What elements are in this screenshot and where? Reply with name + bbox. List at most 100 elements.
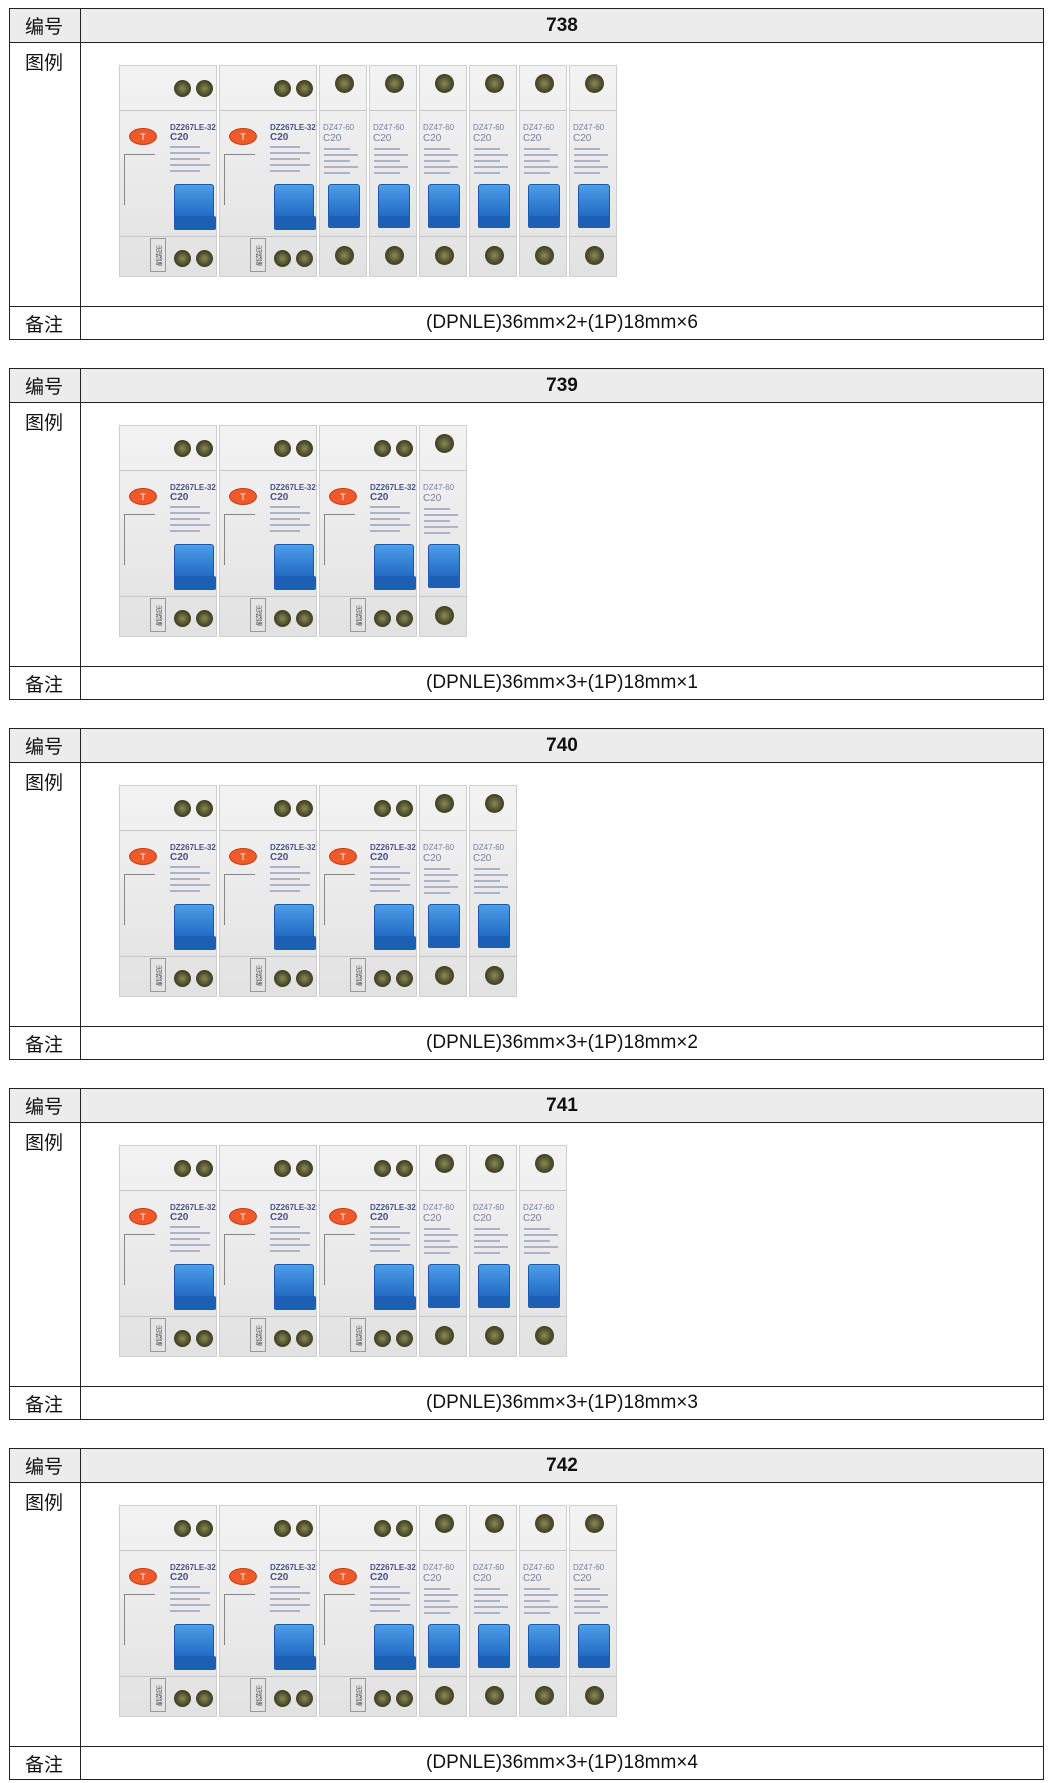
toggle-lever-icon [274,904,314,940]
spec-text-line [170,878,200,880]
spec-text-line [374,160,400,162]
toggle-lever-icon [274,1264,314,1300]
remark-value: (DPNLE)36mm×3+(1P)18mm×3 [426,1392,698,1413]
housing-edge [470,1676,516,1677]
housing-edge [120,1676,216,1677]
terminal-screw-icon [535,246,554,265]
terminal-screw-icon [335,246,354,265]
toggle-lever-foot [578,1656,610,1668]
terminal-screw-icon [196,800,213,817]
terminal-screw-icon [396,1160,413,1177]
circuit-diagram-icon [224,514,255,565]
circuit-diagram-icon [324,1594,355,1645]
legend-label: 图例 [10,1483,81,1746]
terminal-screw-icon [585,74,604,93]
housing-edge [320,1676,416,1677]
terminal-screw-icon [196,440,213,457]
spec-text-line [574,1606,608,1608]
spec-text-line [424,520,450,522]
test-button-icon: T [229,488,257,505]
terminal-screw-icon [174,1520,191,1537]
housing-edge [420,236,466,237]
test-button-icon: T [329,1208,357,1225]
test-button-icon: T [129,488,157,505]
terminal-screw-icon [396,800,413,817]
spec-text-line [370,890,400,892]
spec-text-line [170,1226,200,1228]
spec-text-line [424,874,458,876]
remark-label: 备注 [10,1387,81,1419]
breaker-rating: C20 [423,493,442,504]
spec-text-line [170,1592,210,1594]
terminal-screw-icon [174,1330,191,1347]
toggle-lever-foot [528,216,560,228]
spec-text-line [324,154,358,156]
spec-text-line [270,866,300,868]
toggle-lever-icon [374,544,414,580]
toggle-lever-foot [274,1296,316,1310]
test-button-icon: T [129,1568,157,1585]
toggle-lever-foot [428,1656,460,1668]
spec-text-line [424,1234,458,1236]
spec-text-line [270,1238,300,1240]
housing-edge [420,470,466,471]
breaker-model: DZ47-60 [423,123,455,132]
toggle-lever-icon [378,184,410,220]
circuit-diagram-icon [324,874,355,925]
circuit-diagram-icon [124,154,155,205]
spec-text-line [324,166,358,168]
terminal-screw-icon [296,970,313,987]
outlet-tag: 出线端 [350,598,366,632]
spec-text-line [474,874,508,876]
toggle-lever-icon [174,1624,214,1660]
spec-text-line [474,1612,500,1614]
breaker-model: DZ47-60 [473,1203,505,1212]
terminal-screw-icon [396,970,413,987]
toggle-lever-icon [428,1264,460,1300]
housing-edge [570,236,616,237]
spec-text-line [474,1234,508,1236]
test-button-icon: T [229,848,257,865]
spec-text-line [424,1588,450,1590]
breaker-model: DZ47-60 [423,1563,455,1572]
terminal-screw-icon [374,970,391,987]
outlet-tag: 出线端 [150,598,166,632]
header-row: 编号 739 [10,369,1043,402]
terminal-screw-icon [335,74,354,93]
toggle-lever-icon [174,184,214,220]
housing-edge [470,236,516,237]
breaker-model: DZ47-60 [323,123,355,132]
housing-edge [520,1676,566,1677]
spec-text-line [270,1592,310,1594]
terminal-screw-icon [296,1520,313,1537]
spec-text-line [270,1598,300,1600]
breaker-model: DZ267LE-32 [370,1203,416,1212]
product-number: 741 [81,1089,1043,1122]
spec-text-line [474,1594,508,1596]
toggle-lever-icon [374,1624,414,1660]
terminal-screw-icon [485,966,504,985]
housing-edge [220,470,316,471]
spec-text-line [474,166,508,168]
spec-text-line [574,160,600,162]
breaker-rating: C20 [270,492,289,503]
breaker-rating: C20 [170,132,189,143]
breaker-model: DZ47-60 [423,1203,455,1212]
product-number: 742 [81,1449,1043,1482]
breaker-rating: C20 [573,133,592,144]
toggle-lever-foot [478,1296,510,1308]
spec-text-line [424,868,450,870]
terminal-screw-icon [174,1160,191,1177]
